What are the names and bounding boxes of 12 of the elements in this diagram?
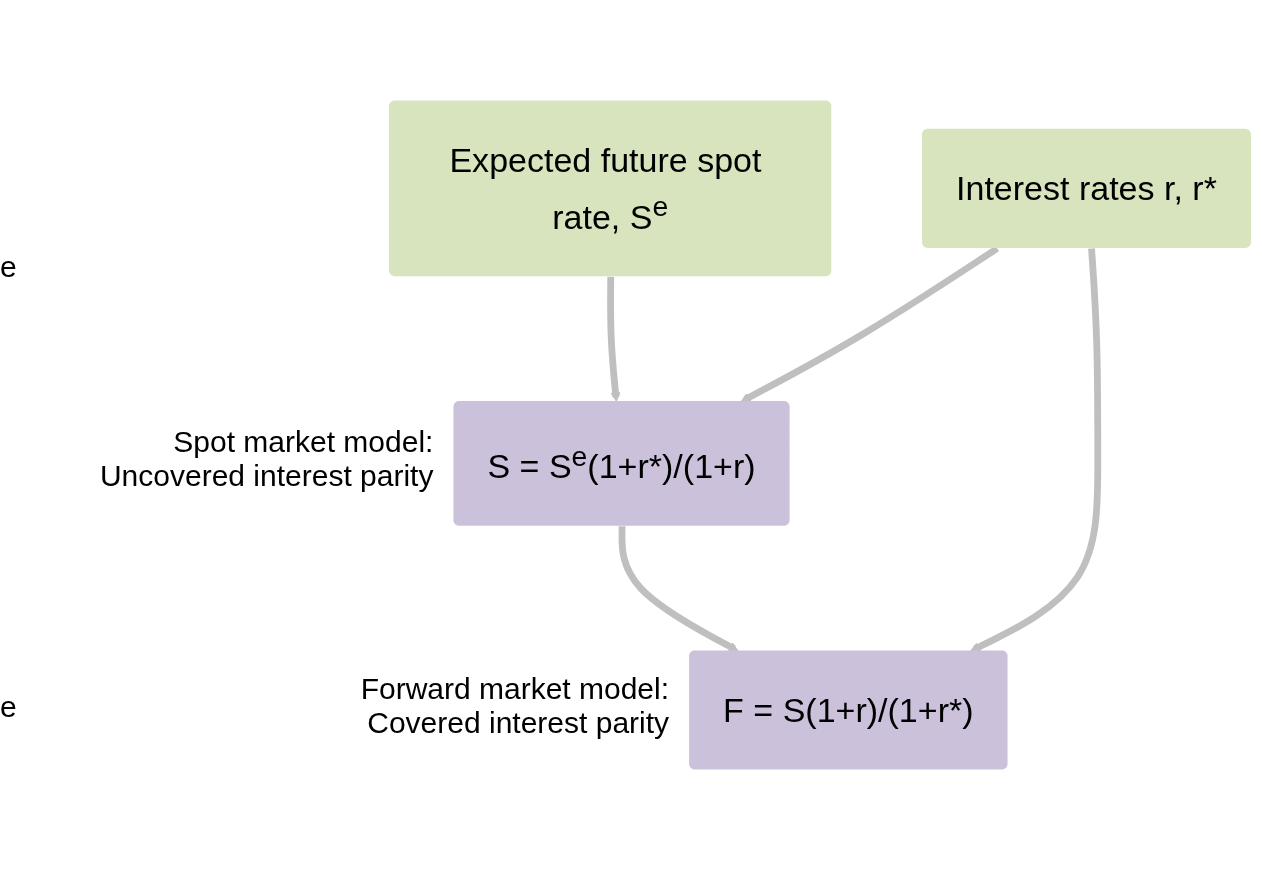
text-fragment: e [0,250,17,284]
node-box: F = S(1+r)/(1+r*) [689,650,1008,770]
node-caption: Forward market model: Covered interest parity [359,671,670,740]
node-box: S = S$^{e}$(1+r*)/(1+r) [453,401,790,526]
arrow [607,276,621,402]
arrow [740,245,1000,403]
text-fragment: e [0,690,17,724]
node-caption: Spot market model: Uncovered interest parity [98,425,434,494]
arrow [618,526,739,652]
node-box: Interest rates r, r* [922,128,1251,248]
node-box: Expected future spot rate, S$^{e}$ [389,100,832,277]
arrow [970,248,1102,653]
